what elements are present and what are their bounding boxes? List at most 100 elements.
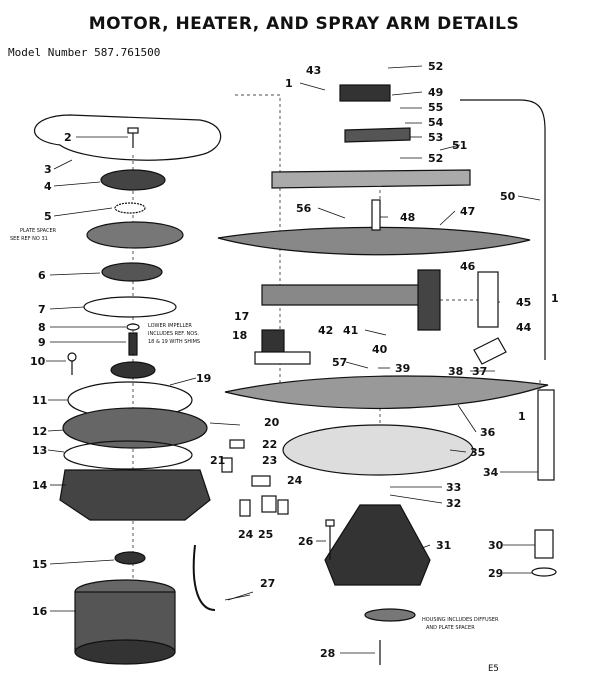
- bracket-part-46: [417, 269, 441, 331]
- callout-46: 46: [460, 260, 476, 273]
- gear-part-5: [114, 202, 146, 214]
- callout-4: 4: [44, 180, 52, 193]
- housing-note: AND PLATE SPACER: [426, 625, 475, 631]
- callout-24: 24: [238, 528, 254, 541]
- seal-part-15: [114, 551, 146, 565]
- gasket-part-7: [83, 296, 177, 318]
- callout-25: 25: [258, 528, 273, 541]
- housing-note: HOUSING INCLUDES DIFFUSER: [422, 617, 499, 623]
- callout-13: 13: [32, 444, 47, 457]
- callout-29: 29: [488, 567, 503, 580]
- callout-27: 27: [260, 577, 275, 590]
- callout-5: 5: [44, 210, 52, 223]
- motor-part-16: [74, 544, 216, 665]
- fitting-part-49: [339, 84, 391, 102]
- callout-50: 50: [500, 190, 516, 203]
- callout-48: 48: [400, 211, 415, 224]
- callout-35: 35: [470, 446, 485, 459]
- screw-part-2: [127, 127, 139, 148]
- ring-part-29: [531, 567, 557, 577]
- impeller-note: LOWER IMPELLER: [148, 323, 192, 329]
- plate-spacer-note: PLATE SPACER: [20, 228, 57, 234]
- pump-housing-part-14: [59, 469, 211, 521]
- upper-spray-arm-part-47: [217, 226, 531, 256]
- part-6: [101, 262, 163, 282]
- fitting-part-30: [534, 529, 554, 559]
- callout-42: 42: [318, 324, 333, 337]
- callout-40: 40: [372, 343, 388, 356]
- elbow-part-38: [473, 337, 507, 365]
- callout-24: 24: [287, 474, 303, 487]
- callout-16: 16: [32, 605, 48, 618]
- callout-20: 20: [264, 416, 280, 429]
- callout-3: 3: [44, 163, 52, 176]
- callout-56: 56: [296, 202, 312, 215]
- page-reference: E5: [488, 664, 499, 674]
- diagram-notes: PLATE SPACER SEE REF NO 31 LOWER IMPELLE…: [10, 228, 499, 631]
- tube-part-50: [460, 99, 546, 360]
- callout-22: 22: [262, 438, 277, 451]
- callout-43: 43: [306, 64, 321, 77]
- callout-34: 34: [483, 466, 499, 479]
- model-number: Model Number 587.761500: [8, 46, 161, 59]
- callout-36: 36: [480, 426, 496, 439]
- callout-11: 11: [32, 394, 47, 407]
- wire-part-27: [224, 594, 251, 601]
- callout-18: 18: [232, 329, 247, 342]
- callout-39: 39: [395, 362, 410, 375]
- impeller-note: INCLUDES REF. NOS.: [148, 331, 199, 337]
- callout-9: 9: [38, 336, 46, 349]
- tube-part-34: [537, 389, 555, 481]
- callout-44: 44: [516, 321, 532, 334]
- callout-28: 28: [320, 647, 335, 660]
- callout-19: 19: [196, 372, 211, 385]
- washer-part-8: [126, 323, 140, 331]
- callout-57: 57: [332, 356, 347, 369]
- callout-52: 52: [428, 152, 443, 165]
- plate-spacer: [86, 221, 184, 249]
- callout-23: 23: [262, 454, 277, 467]
- callout-10: 10: [30, 355, 46, 368]
- plate-part-18: [254, 351, 311, 365]
- screw-part-10: [67, 352, 77, 375]
- callout-52: 52: [428, 60, 443, 73]
- callout-51: 51: [452, 139, 467, 152]
- callout-8: 8: [38, 321, 46, 334]
- callout-53: 53: [428, 131, 443, 144]
- callout-12: 12: [32, 425, 47, 438]
- plate-spacer-note: SEE REF NO 31: [10, 236, 48, 242]
- callout-2: 2: [64, 131, 72, 144]
- impeller-note: 18 & 19 WITH SHIMS: [148, 339, 200, 345]
- callout-7: 7: [38, 303, 46, 316]
- callout-54: 54: [428, 116, 444, 129]
- callout-30: 30: [488, 539, 504, 552]
- callout-38: 38: [448, 365, 463, 378]
- tube-part-42: [261, 284, 431, 306]
- leader-lines: [46, 65, 541, 654]
- diffuser: [364, 608, 416, 622]
- screw-part-26: [325, 519, 335, 560]
- fittings-parts-21-25: [221, 439, 289, 517]
- callout-21: 21: [210, 454, 225, 467]
- disc-part-35: [282, 424, 474, 476]
- callout-1: 1: [551, 292, 559, 305]
- callout-55: 55: [428, 101, 443, 114]
- callout-numbers: 1 1 1 2 3 4 5 6 7 8 9 10 11 12 13 14 15 …: [30, 60, 559, 660]
- housing-part-31: [324, 504, 431, 586]
- callout-17: 17: [234, 310, 249, 323]
- callout-15: 15: [32, 558, 47, 571]
- heater-element: [33, 114, 222, 161]
- lower-spray-arm-part-36: [224, 375, 549, 410]
- callout-14: 14: [32, 479, 48, 492]
- bracket-part-51: [271, 169, 471, 189]
- callout-45: 45: [516, 296, 531, 309]
- bracket-part-53: [344, 127, 411, 143]
- plate-part-45: [477, 271, 499, 328]
- callout-32: 32: [446, 497, 461, 510]
- diagram-title: MOTOR, HEATER, AND SPRAY ARM DETAILS: [88, 14, 520, 34]
- gasket-part-13: [63, 440, 193, 470]
- callout-41: 41: [343, 324, 358, 337]
- callout-31: 31: [436, 539, 451, 552]
